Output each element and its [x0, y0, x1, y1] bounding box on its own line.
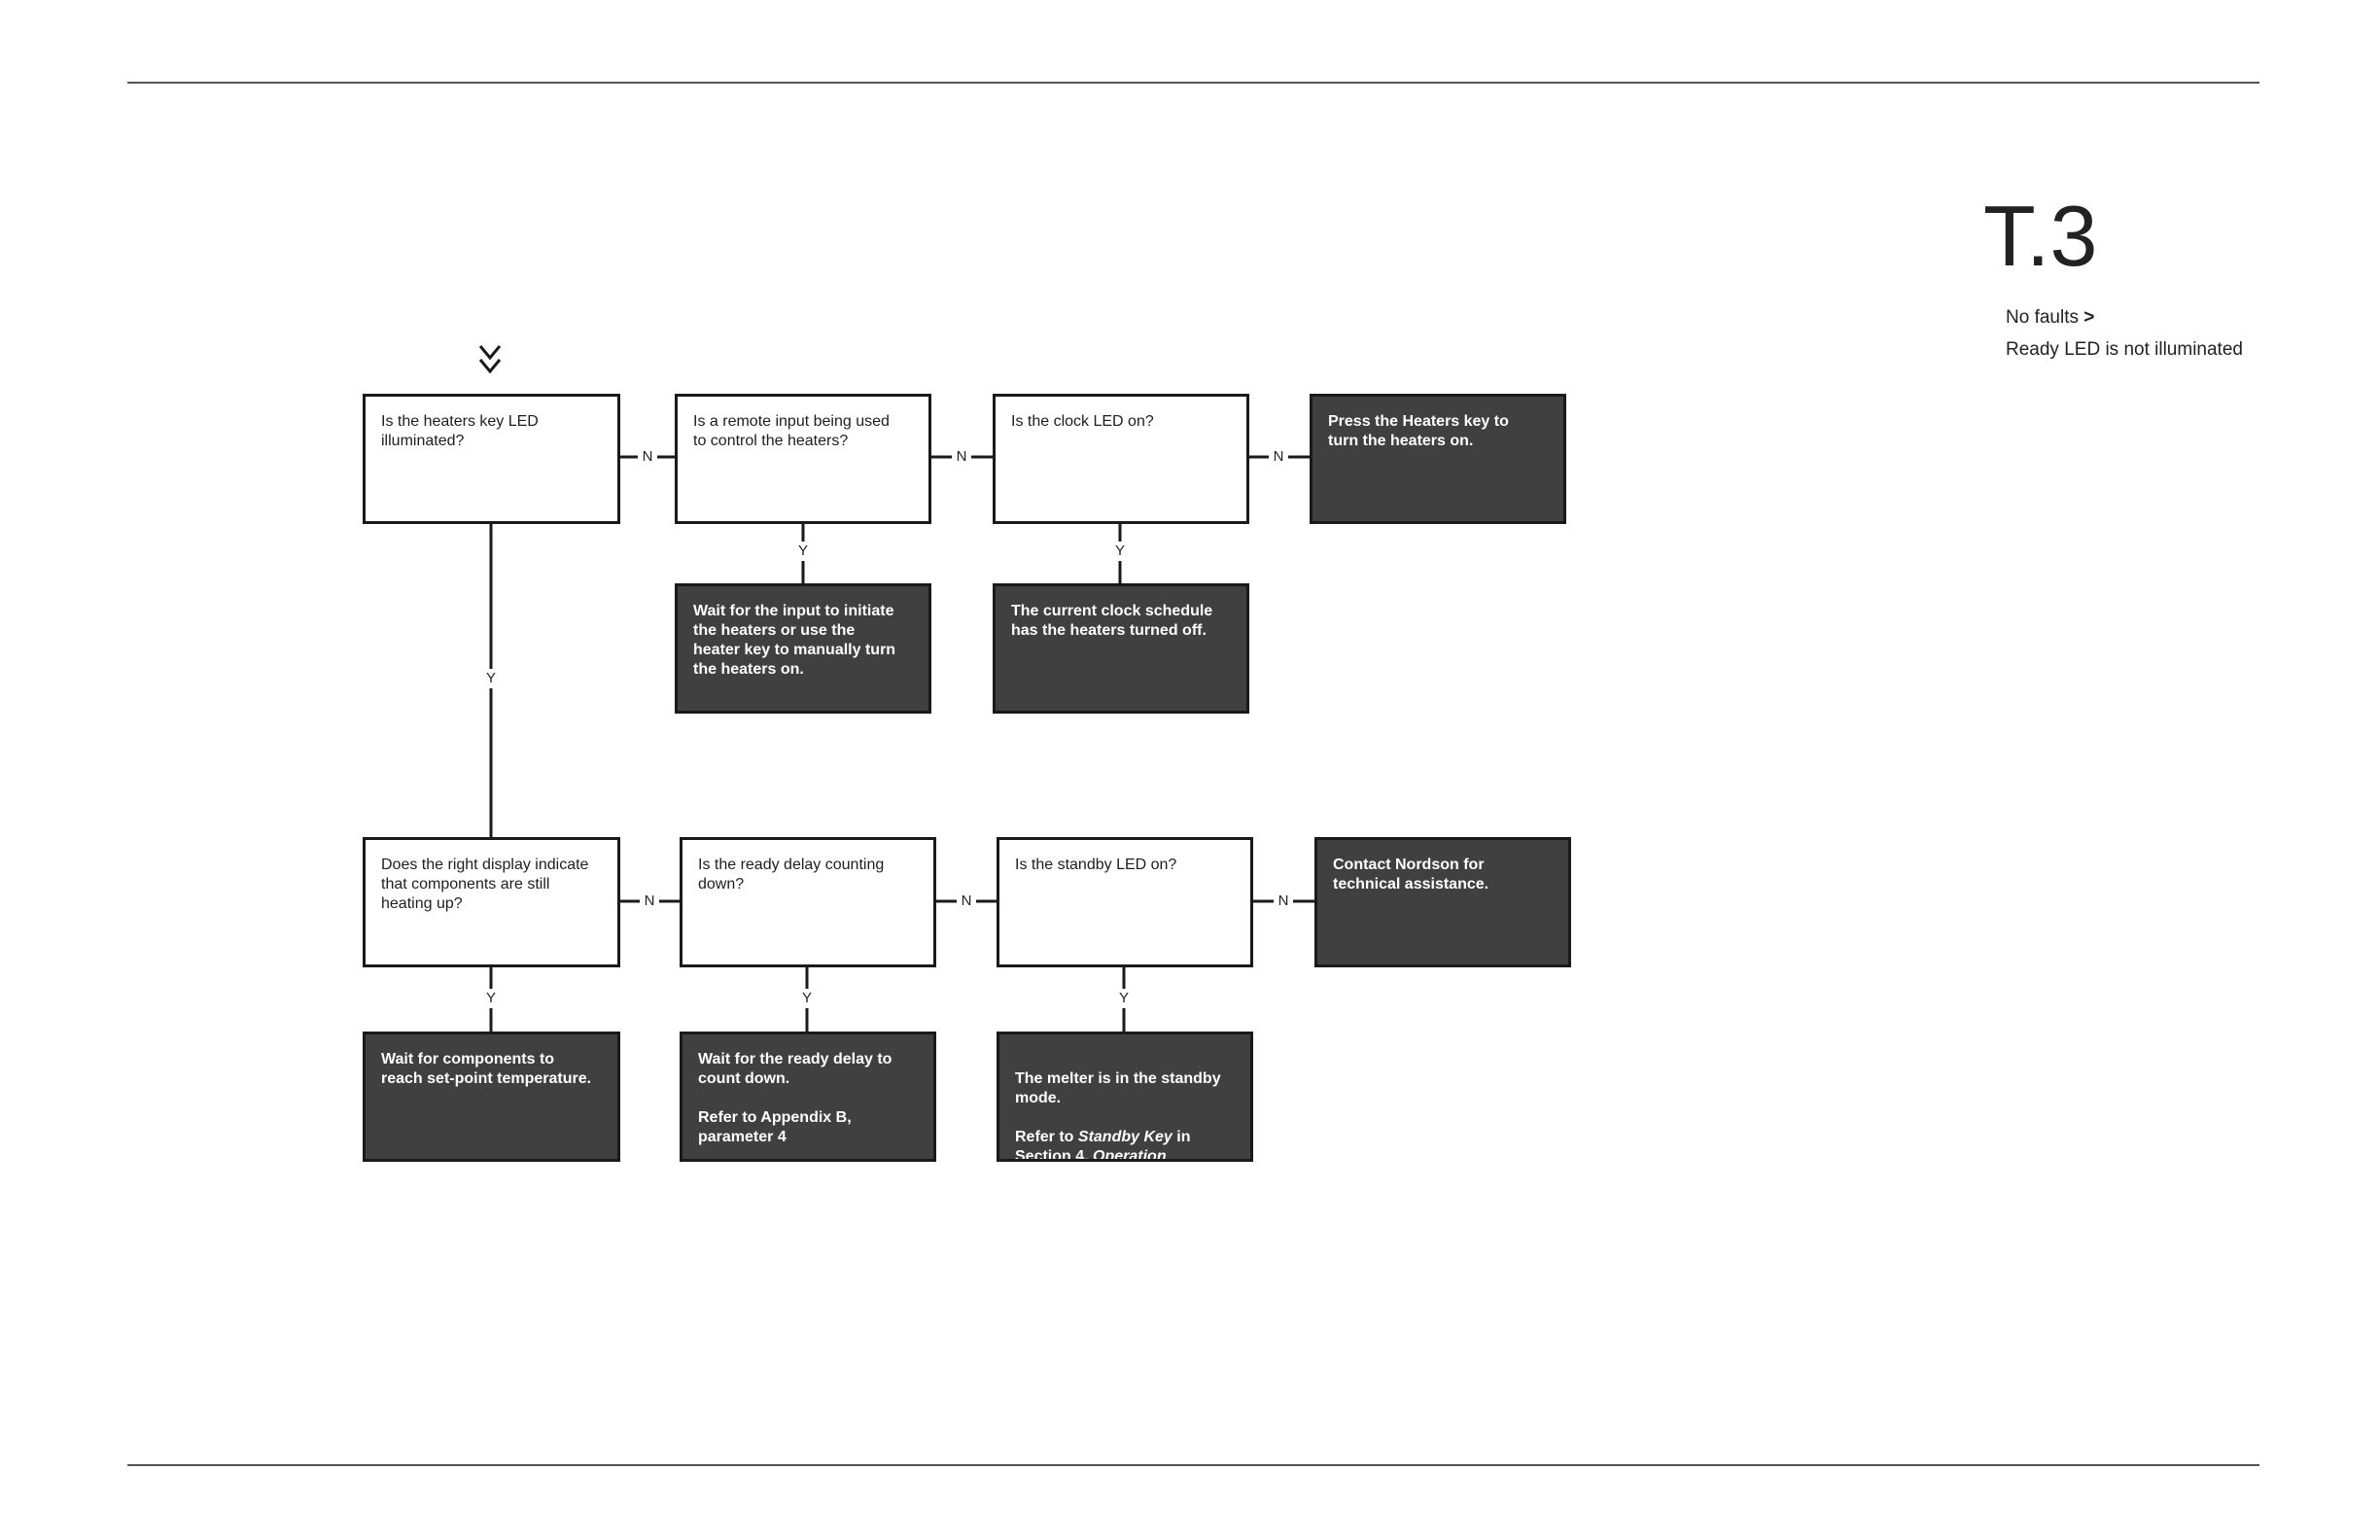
answer-wait-components: Wait for components to reach set-point t…	[363, 1032, 620, 1162]
subtitle-line1: No faults	[2006, 307, 2079, 328]
question-clock-led: Is the clock LED on?	[993, 394, 1249, 524]
top-rule	[127, 82, 2259, 84]
label-yes-r1-q3: Y	[1110, 542, 1130, 561]
breadcrumb-arrow: >	[2083, 307, 2095, 328]
standby-key-ref: Standby Key	[1077, 1129, 1172, 1145]
label-yes-r2-q2: Y	[797, 989, 817, 1008]
subtitle-category: No faults >	[2006, 306, 2094, 330]
label-no-r1-3: N	[1269, 447, 1288, 467]
start-chevron-lower	[478, 359, 502, 374]
bottom-rule	[127, 1464, 2259, 1466]
answer-clock-schedule: The current clock schedule has the heate…	[993, 583, 1249, 714]
standby-operation-ref: Operation	[1093, 1148, 1167, 1162]
standby-section: Section 4,	[1015, 1148, 1094, 1162]
question-ready-delay: Is the ready delay counting down?	[680, 837, 936, 967]
subtitle-line2: Ready LED is not illuminated	[2006, 339, 2243, 360]
start-chevron-upper	[478, 345, 502, 361]
answer-wait-for-input: Wait for the input to initiate the heate…	[675, 583, 931, 714]
standby-mode-text: The melter is in the standby mode.	[1015, 1070, 1221, 1106]
question-standby-led: Is the standby LED on?	[997, 837, 1253, 967]
question-right-display-heating: Does the right display indicate that com…	[363, 837, 620, 967]
question-heaters-key-led: Is the heaters key LED illuminated?	[363, 394, 620, 524]
answer-standby-mode: The melter is in the standby mode. Refer …	[997, 1032, 1253, 1162]
label-no-r2-1: N	[640, 892, 659, 911]
answer-contact-nordson: Contact Nordson for technical assistance…	[1314, 837, 1571, 967]
section-number: T.3	[1983, 188, 2098, 284]
label-yes-r1-q2: Y	[793, 542, 813, 561]
answer-press-heaters-key: Press the Heaters key to turn the heater…	[1310, 394, 1566, 524]
label-no-r1-2: N	[952, 447, 971, 467]
answer-wait-ready-delay: Wait for the ready delay to count down. …	[680, 1032, 936, 1162]
label-yes-r2-q1: Y	[481, 989, 501, 1008]
label-no-r1-1: N	[638, 447, 657, 467]
label-yes-main: Y	[481, 669, 501, 688]
label-no-r2-3: N	[1274, 892, 1293, 911]
label-yes-r2-q3: Y	[1114, 989, 1134, 1008]
question-remote-input: Is a remote input being used to control …	[675, 394, 931, 524]
label-no-r2-2: N	[957, 892, 976, 911]
standby-refer: Refer to	[1015, 1129, 1078, 1145]
standby-in: in	[1172, 1129, 1191, 1145]
